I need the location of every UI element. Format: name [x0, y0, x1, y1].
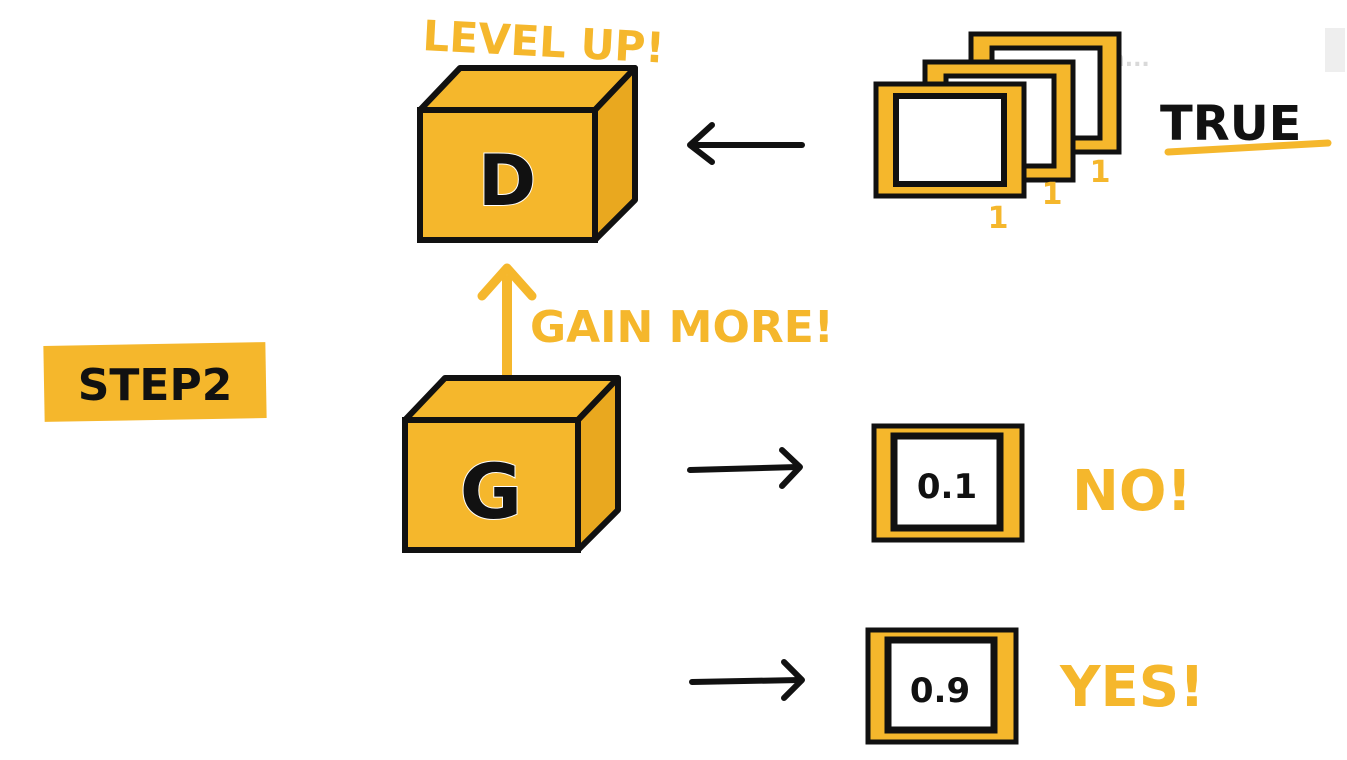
arrow-to-fake-low — [687, 447, 803, 489]
arrow-to-fake-high — [689, 659, 805, 701]
arrow-generator-to-discriminator — [477, 263, 537, 397]
step-tag: STEP2 — [43, 342, 267, 422]
step-label: STEP2 — [78, 360, 233, 411]
fake-image-low: 0.1 — [871, 423, 1025, 543]
discriminator-letter: D — [478, 140, 536, 222]
real-score-3: 1 — [1090, 155, 1111, 190]
generator-cube: G — [402, 375, 621, 553]
real-score-1: 1 — [988, 201, 1009, 236]
yes-label: YES! — [1059, 655, 1205, 720]
fake-low-score: 0.1 — [917, 467, 977, 507]
generator-letter: G — [460, 447, 522, 536]
real-image-stack: 1 1 1 — [873, 31, 1122, 236]
level-up-label: LEVEL UP! — [421, 11, 665, 73]
gain-more-label: GAIN MORE! — [530, 302, 834, 353]
watermark-mark — [1325, 28, 1345, 72]
no-label: NO! — [1072, 459, 1192, 524]
true-label-group: TRUE — [1160, 96, 1332, 156]
fake-image-high: 0.9 — [865, 627, 1019, 745]
arrow-real-to-discriminator — [687, 122, 805, 165]
real-score-2: 1 — [1042, 177, 1063, 212]
fake-high-score: 0.9 — [910, 671, 970, 711]
discriminator-cube: D — [417, 65, 638, 243]
